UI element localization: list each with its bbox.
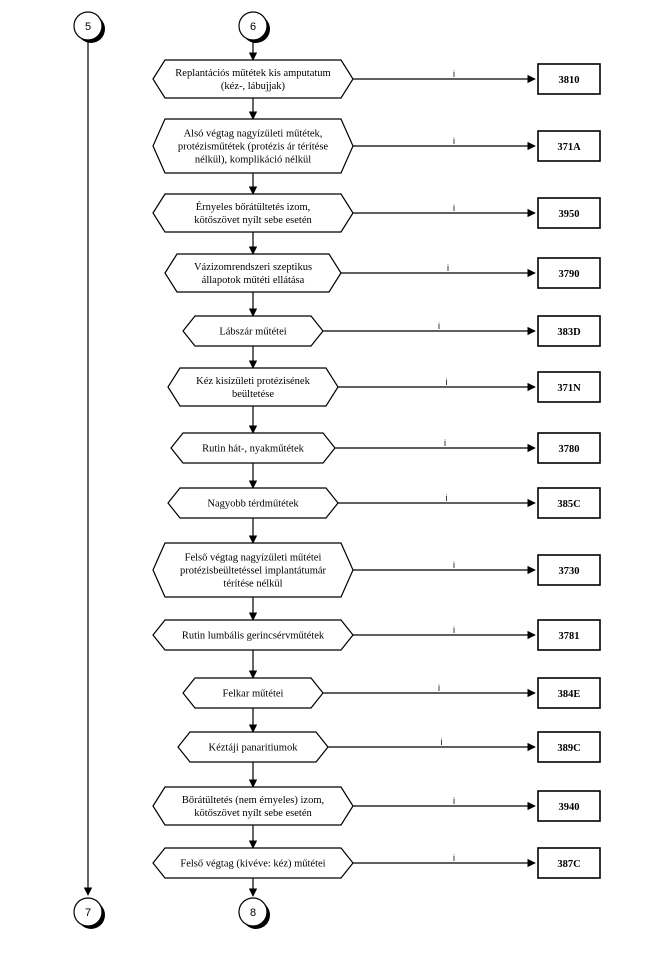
process-node: Felkar műtétei i 384E (182, 677, 601, 709)
code-box (537, 731, 601, 763)
process-node: Kéz kisízületi protézisének beültetése i 37… (167, 367, 601, 407)
edge-label: i (447, 263, 449, 273)
code-label: 389C (557, 743, 580, 754)
process-hexagon (164, 253, 342, 293)
process-label: Rutin lumbális gerincsérvműtétek (182, 631, 325, 642)
code-label: 387C (557, 859, 580, 870)
process-label: kötőszövet nyílt sebe esetén (194, 808, 312, 819)
code-box (537, 315, 601, 347)
process-node: Vázizomrendszeri szeptikus állapotok műté… (164, 253, 601, 293)
process-label: Felső végtag nagyízületi műtétei (185, 552, 322, 563)
process-node: Lábszár műtétei i 383D (182, 315, 601, 347)
process-label: kötőszövet nyílt sebe esetén (194, 215, 312, 226)
edge-label: i (441, 737, 443, 747)
code-box (537, 371, 601, 403)
process-label: Felső végtag (kivéve: kéz) műtétei (180, 859, 325, 870)
edge-label: i (453, 560, 455, 570)
process-label: Nagyobb térdműtétek (207, 499, 299, 510)
edge-label: i (453, 69, 455, 79)
process-hexagon (152, 59, 354, 99)
edge-label: i (438, 321, 440, 331)
code-box (537, 487, 601, 519)
process-label: (kéz-, lábujjak) (221, 81, 286, 92)
process-label: Vázizomrendszeri szeptikus (194, 262, 312, 273)
process-hexagon (152, 193, 354, 233)
process-node: Rutin lumbális gerincsérvműtétek i 3781 (152, 619, 601, 651)
process-node: Érnyeles bőrátültetés izom, kötőszövet ny… (152, 193, 601, 233)
code-box (537, 432, 601, 464)
code-label: 385C (557, 499, 580, 510)
process-node: Rutin hát-, nyakműtétek i 3780 (170, 432, 601, 464)
connector-8-label: 8 (250, 907, 256, 919)
process-label: Rutin hát-, nyakműtétek (202, 444, 305, 455)
edge-label: i (453, 136, 455, 146)
process-node: Nagyobb térdműtétek i 385C (167, 487, 601, 519)
process-label: Lábszár műtétei (219, 327, 286, 338)
edge-label: i (446, 493, 448, 503)
code-box (537, 130, 601, 162)
process-label: Érnyeles bőrátültetés izom, (196, 201, 311, 213)
code-label: 3790 (559, 269, 580, 280)
process-label: térítése nélkül (223, 579, 282, 590)
edge-label: i (453, 625, 455, 635)
connector-6: 6 (238, 11, 270, 43)
code-box (537, 847, 601, 879)
process-node: Felső végtag nagyízületi műtétei protézis… (152, 542, 601, 598)
connector-5: 5 (73, 11, 105, 43)
code-label: 3950 (559, 209, 580, 220)
process-node: Felső végtag (kivéve: kéz) műtétei i 387C (152, 847, 601, 879)
code-box (537, 677, 601, 709)
code-box (537, 257, 601, 289)
connector-8: 8 (238, 897, 270, 929)
connector-5-label: 5 (85, 21, 91, 33)
connector-7-label: 7 (85, 907, 91, 919)
code-box (537, 554, 601, 586)
process-label: nélkül), komplikáció nélkül (195, 155, 311, 166)
code-label: 3781 (559, 631, 580, 642)
edge-label: i (444, 438, 446, 448)
code-label: 384E (558, 689, 581, 700)
process-label: protézisbeültetéssel implantátumár (180, 566, 327, 577)
process-label: Alsó végtag nagyízületi műtétek, (184, 128, 323, 139)
process-label: beültetése (232, 389, 274, 400)
code-label: 371N (557, 383, 581, 394)
code-label: 371A (557, 142, 581, 153)
process-label: Felkar műtétei (223, 689, 284, 700)
process-hexagon (167, 367, 339, 407)
code-box (537, 63, 601, 95)
edge-label: i (438, 683, 440, 693)
code-label: 3810 (559, 75, 580, 86)
code-box (537, 790, 601, 822)
connector-6-label: 6 (250, 21, 256, 33)
code-label: 3940 (559, 802, 580, 813)
process-label: Bőrátültetés (nem érnyeles) izom, (182, 795, 324, 806)
code-box (537, 619, 601, 651)
edge-label: i (446, 377, 448, 387)
process-label: Replantációs műtétek kis amputatum (175, 68, 330, 79)
process-label: Kéztáji panaritiumok (209, 743, 299, 754)
process-label: Kéz kisízületi protézisének (196, 376, 310, 387)
nodes-layer: Replantációs műtétek kis amputatum (kéz-,… (152, 40, 601, 897)
code-label: 3780 (559, 444, 580, 455)
process-node: Replantációs műtétek kis amputatum (kéz-,… (152, 59, 601, 99)
code-label: 383D (557, 327, 581, 338)
edge-label: i (453, 796, 455, 806)
process-node: Alsó végtag nagyízületi műtétek, protézis… (152, 118, 601, 174)
process-node: Bőrátültetés (nem érnyeles) izom, kötőszö… (152, 786, 601, 826)
code-box (537, 197, 601, 229)
edge-label: i (453, 203, 455, 213)
process-node: Kéztáji panaritiumok i 389C (177, 731, 601, 763)
process-label: protézisműtétek (protézis ár térítése (178, 142, 328, 153)
code-label: 3730 (559, 566, 580, 577)
process-hexagon (152, 786, 354, 826)
process-label: állapotok műtéti ellátása (202, 275, 305, 286)
edge-label: i (453, 853, 455, 863)
connector-7: 7 (73, 897, 105, 929)
